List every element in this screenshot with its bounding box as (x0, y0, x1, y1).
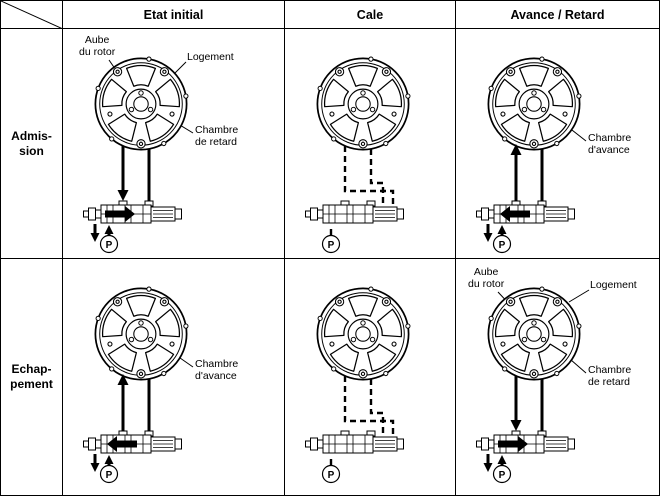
pump-letter: P (499, 470, 506, 481)
spool-arrow-left-icon (500, 206, 530, 222)
diagram-admission-etat-initial: P (83, 56, 194, 254)
drain-arrow-icon (90, 463, 100, 472)
drain-arrow-icon (90, 233, 100, 242)
label-logement: Logement (187, 51, 234, 63)
row-header-echappement: Echap- pement (1, 259, 63, 495)
pump-symbol (99, 464, 119, 484)
pump-letter: P (328, 240, 335, 251)
corner-cell (1, 1, 63, 29)
cell-admission-cale: P (285, 29, 456, 259)
cam-phaser (316, 286, 411, 381)
drain-arrow-icon (483, 463, 493, 472)
cell-admission-etat-initial: P Aube du rotor Logement Chambre de reta… (63, 29, 285, 259)
label-aube-du-rotor: Aube du rotor (79, 34, 116, 58)
solenoid-valve (305, 200, 404, 224)
diagram-echappement-avance-retard: P (476, 286, 590, 484)
pump-letter: P (106, 470, 113, 481)
supply-arrow-icon (497, 455, 507, 464)
spool-arrow-left-icon (107, 436, 137, 452)
label-chambre-de-retard: Chambre de retard (195, 124, 239, 148)
supply-arrow-icon (104, 225, 114, 234)
cam-phaser (94, 286, 189, 381)
flow-arrow-up-icon (117, 374, 129, 385)
cell-echappement-etat-initial: P Chambre d'avance (63, 259, 285, 495)
flow-arrow-down-icon (510, 420, 522, 431)
pump-symbol (492, 464, 512, 484)
cam-phaser (316, 56, 411, 151)
flow-arrow-down-icon (117, 190, 129, 201)
label-chambre-d-avance: Chambre d'avance (195, 358, 239, 382)
diagram-admission-avance-retard: P (476, 56, 587, 254)
pump-symbol (99, 234, 119, 254)
flow-arrow-up-icon (510, 144, 522, 155)
label-chambre-de-retard: Chambre de retard (588, 364, 632, 388)
cell-echappement-cale: P (285, 259, 456, 495)
cell-admission-avance-retard: P Chambre d'avance (456, 29, 659, 259)
cam-phaser (487, 56, 582, 151)
pump-letter: P (106, 240, 113, 251)
spool-arrow-right-icon (105, 206, 135, 222)
corner-diagonal (1, 1, 62, 28)
pump-letter: P (499, 240, 506, 251)
cam-phaser (487, 286, 582, 381)
spool-arrow-right-icon (498, 436, 528, 452)
diagram-echappement-cale: P (305, 286, 411, 484)
label-aube-du-rotor: Aube du rotor (468, 266, 505, 290)
column-header-avance-retard: Avance / Retard (456, 1, 659, 29)
drain-arrow-icon (483, 233, 493, 242)
diagram-admission-cale: P (305, 56, 411, 254)
supply-arrow-icon (104, 455, 114, 464)
column-header-etat-initial: Etat initial (63, 1, 285, 29)
cell-echappement-avance-retard: P Aube du rotor Logement Chambre de reta… (456, 259, 659, 495)
pump-symbol (321, 464, 341, 484)
label-logement: Logement (590, 279, 637, 291)
diagram-echappement-etat-initial: P (83, 286, 194, 484)
row-header-admission: Admis- sion (1, 29, 63, 259)
solenoid-valve (305, 430, 404, 454)
label-chambre-d-avance: Chambre d'avance (588, 132, 632, 156)
cam-phaser (94, 56, 189, 151)
pump-symbol (492, 234, 512, 254)
pump-letter: P (328, 470, 335, 481)
column-header-cale: Cale (285, 1, 456, 29)
supply-arrow-icon (497, 225, 507, 234)
pump-symbol (321, 234, 341, 254)
